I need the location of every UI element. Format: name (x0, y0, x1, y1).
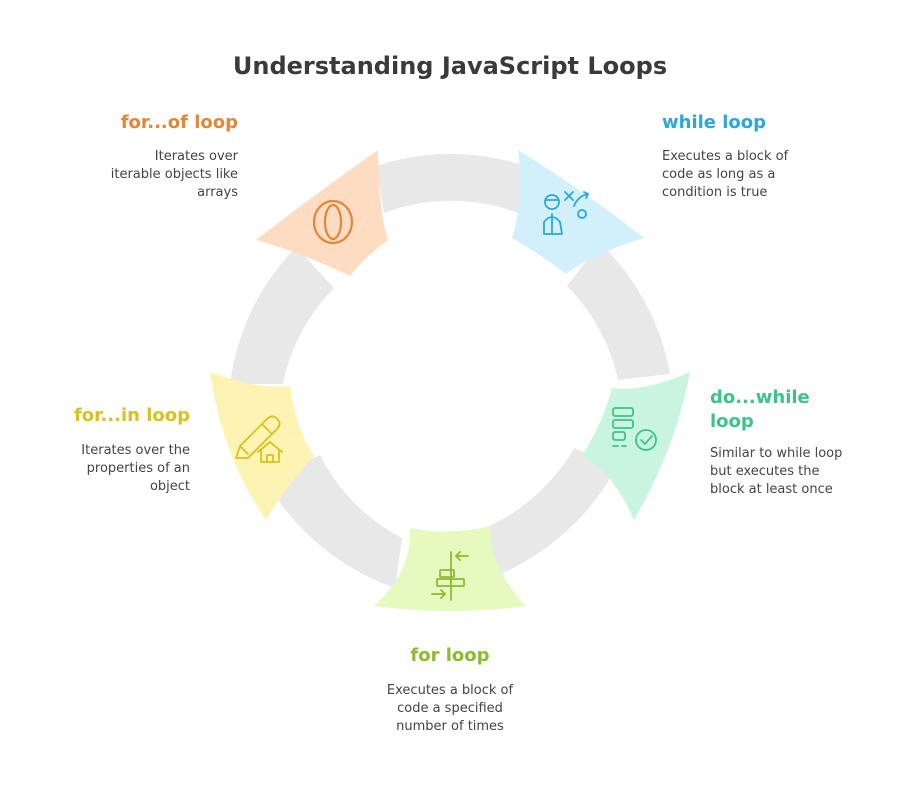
ring-connector-dowhile-for (480, 448, 617, 579)
do-while-description: Similar to while loop but executes the b… (710, 446, 843, 497)
diagram-title: Understanding JavaScript Loops (232, 52, 668, 80)
for-heading: for loop (410, 645, 490, 666)
while-heading: while loop (662, 112, 767, 133)
ring-connector-for-forin (266, 455, 402, 588)
for-in-description: Iterates over the properties of an objec… (81, 443, 190, 494)
segment-do-while[interactable] (582, 372, 690, 520)
for-of-description: Iterates over iterable objects like arra… (110, 149, 238, 200)
segment-for-of[interactable] (256, 150, 388, 276)
segment-for-in[interactable] (210, 372, 314, 520)
align-arrows-icon (431, 551, 469, 601)
ring-connector-forin-forof (230, 247, 334, 384)
for-of-heading: for...of loop (120, 112, 238, 133)
for-in-heading: for...in loop (73, 405, 190, 426)
server-check-icon (612, 407, 657, 451)
ring-connector-while-dowhile (567, 243, 670, 380)
do-while-heading: do...while loop (710, 387, 810, 432)
for-description: Executes a block of code a specified num… (386, 683, 514, 734)
opera-logo-icon (312, 199, 354, 245)
strategy-person-icon (543, 191, 589, 235)
segment-for[interactable] (374, 526, 526, 611)
pencil-house-icon (235, 415, 283, 463)
while-description: Executes a block of code as long as a co… (662, 149, 789, 200)
ring-connector-forof-while (376, 153, 526, 213)
